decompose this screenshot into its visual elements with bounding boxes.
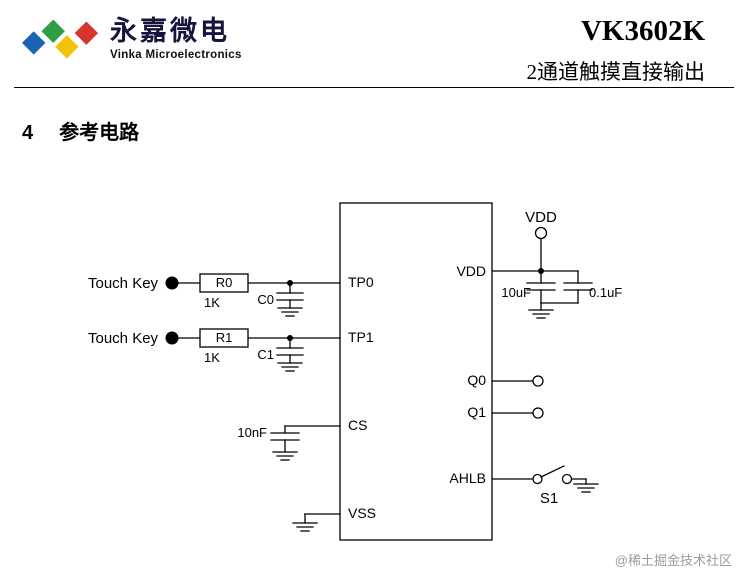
pin-label-tp0: TP0 bbox=[348, 274, 374, 290]
switch-blade bbox=[540, 465, 565, 478]
pin-label-q1: Q1 bbox=[467, 404, 486, 420]
switch-contact-left bbox=[532, 473, 543, 485]
switch-s1-label: S1 bbox=[540, 490, 558, 507]
vdd-terminal bbox=[534, 226, 548, 240]
vdd-net-label: VDD bbox=[525, 209, 557, 226]
q1-terminal bbox=[532, 407, 544, 419]
section-heading-text: 参考电路 bbox=[59, 122, 140, 144]
pin-label-cs: CS bbox=[348, 417, 367, 433]
capacitor-10uf bbox=[526, 270, 556, 304]
ground-symbol-vdd bbox=[528, 309, 554, 319]
q0-terminal bbox=[532, 375, 544, 387]
logo-diamond-green-icon bbox=[41, 19, 65, 43]
capacitor-0p1uf-value: 0.1uF bbox=[589, 285, 622, 300]
brand-name-en: Vinka Microelectronics bbox=[110, 48, 242, 61]
q0-output bbox=[491, 375, 544, 387]
doc-subtitle: 2通道触摸直接输出 bbox=[526, 59, 706, 84]
logo-mark-icon bbox=[22, 19, 99, 59]
capacitor-c0 bbox=[276, 282, 304, 309]
capacitor-0p1uf bbox=[563, 270, 593, 304]
cs-capacitor-network: 10nF bbox=[237, 425, 341, 461]
section-title: 4 参考电路 bbox=[22, 116, 139, 145]
ground-symbol-c1 bbox=[277, 362, 303, 372]
cs-capacitor-value: 10nF bbox=[237, 425, 267, 440]
resistor-r0-value: 1K bbox=[204, 295, 220, 310]
ic-body bbox=[339, 202, 493, 541]
touch-key-1-label: Touch Key bbox=[88, 330, 159, 347]
pin-label-tp1: TP1 bbox=[348, 329, 374, 345]
pin-label-q0: Q0 bbox=[467, 372, 486, 388]
capacitor-c1-label: C1 bbox=[257, 347, 274, 362]
ground-symbol-cs bbox=[272, 451, 298, 461]
ic-vk3602k: TP0 TP1 CS VSS VDD Q0 Q1 AHLB bbox=[339, 202, 493, 541]
logo-diamond-red-icon bbox=[74, 21, 99, 45]
section-number: 4 bbox=[22, 122, 34, 144]
ground-symbol-s1 bbox=[573, 483, 599, 493]
vss-ground-network bbox=[292, 513, 341, 532]
doc-id-block: VK3602K 2通道触摸直接输出 bbox=[526, 15, 706, 86]
q1-output bbox=[491, 407, 544, 419]
touch-key-0-label: Touch Key bbox=[88, 275, 159, 292]
logo-diamond-yellow-icon bbox=[55, 35, 79, 59]
switch-contact-right bbox=[561, 473, 573, 485]
resistor-r0-label: R0 bbox=[216, 275, 233, 290]
watermark: @稀土掘金技术社区 bbox=[614, 553, 732, 568]
reference-circuit-schematic: TP0 TP1 CS VSS VDD Q0 Q1 AHLB Touch Key … bbox=[88, 202, 622, 541]
brand-name-cn: 永嘉微电 bbox=[110, 16, 230, 47]
resistor-r1-label: R1 bbox=[216, 330, 233, 345]
header-divider bbox=[14, 87, 734, 88]
pin-label-vdd: VDD bbox=[456, 263, 486, 279]
pin-label-vss: VSS bbox=[348, 505, 376, 521]
capacitor-10uf-value: 10uF bbox=[501, 285, 531, 300]
touch-key-channel-1: Touch Key R1 1K C1 bbox=[88, 328, 341, 372]
logo-diamond-blue-icon bbox=[22, 31, 46, 55]
ground-symbol-c0 bbox=[277, 307, 303, 317]
logo: 永嘉微电 Vinka Microelectronics bbox=[22, 13, 242, 65]
capacitor-c1 bbox=[276, 337, 304, 364]
capacitor-c0-label: C0 bbox=[257, 292, 274, 307]
vdd-network: VDD 10uF 0.1uF bbox=[491, 209, 622, 319]
pin-label-ahlb: AHLB bbox=[449, 470, 486, 486]
brand: 永嘉微电 Vinka Microelectronics bbox=[110, 16, 242, 61]
touch-pad-1-icon bbox=[165, 331, 179, 345]
resistor-r1-value: 1K bbox=[204, 350, 220, 365]
touch-key-channel-0: Touch Key R0 1K C0 bbox=[88, 273, 341, 317]
ahlb-switch-network: S1 bbox=[491, 465, 599, 507]
touch-pad-0-icon bbox=[165, 276, 179, 290]
ground-symbol-vss bbox=[292, 522, 318, 532]
part-number: VK3602K bbox=[580, 15, 705, 47]
